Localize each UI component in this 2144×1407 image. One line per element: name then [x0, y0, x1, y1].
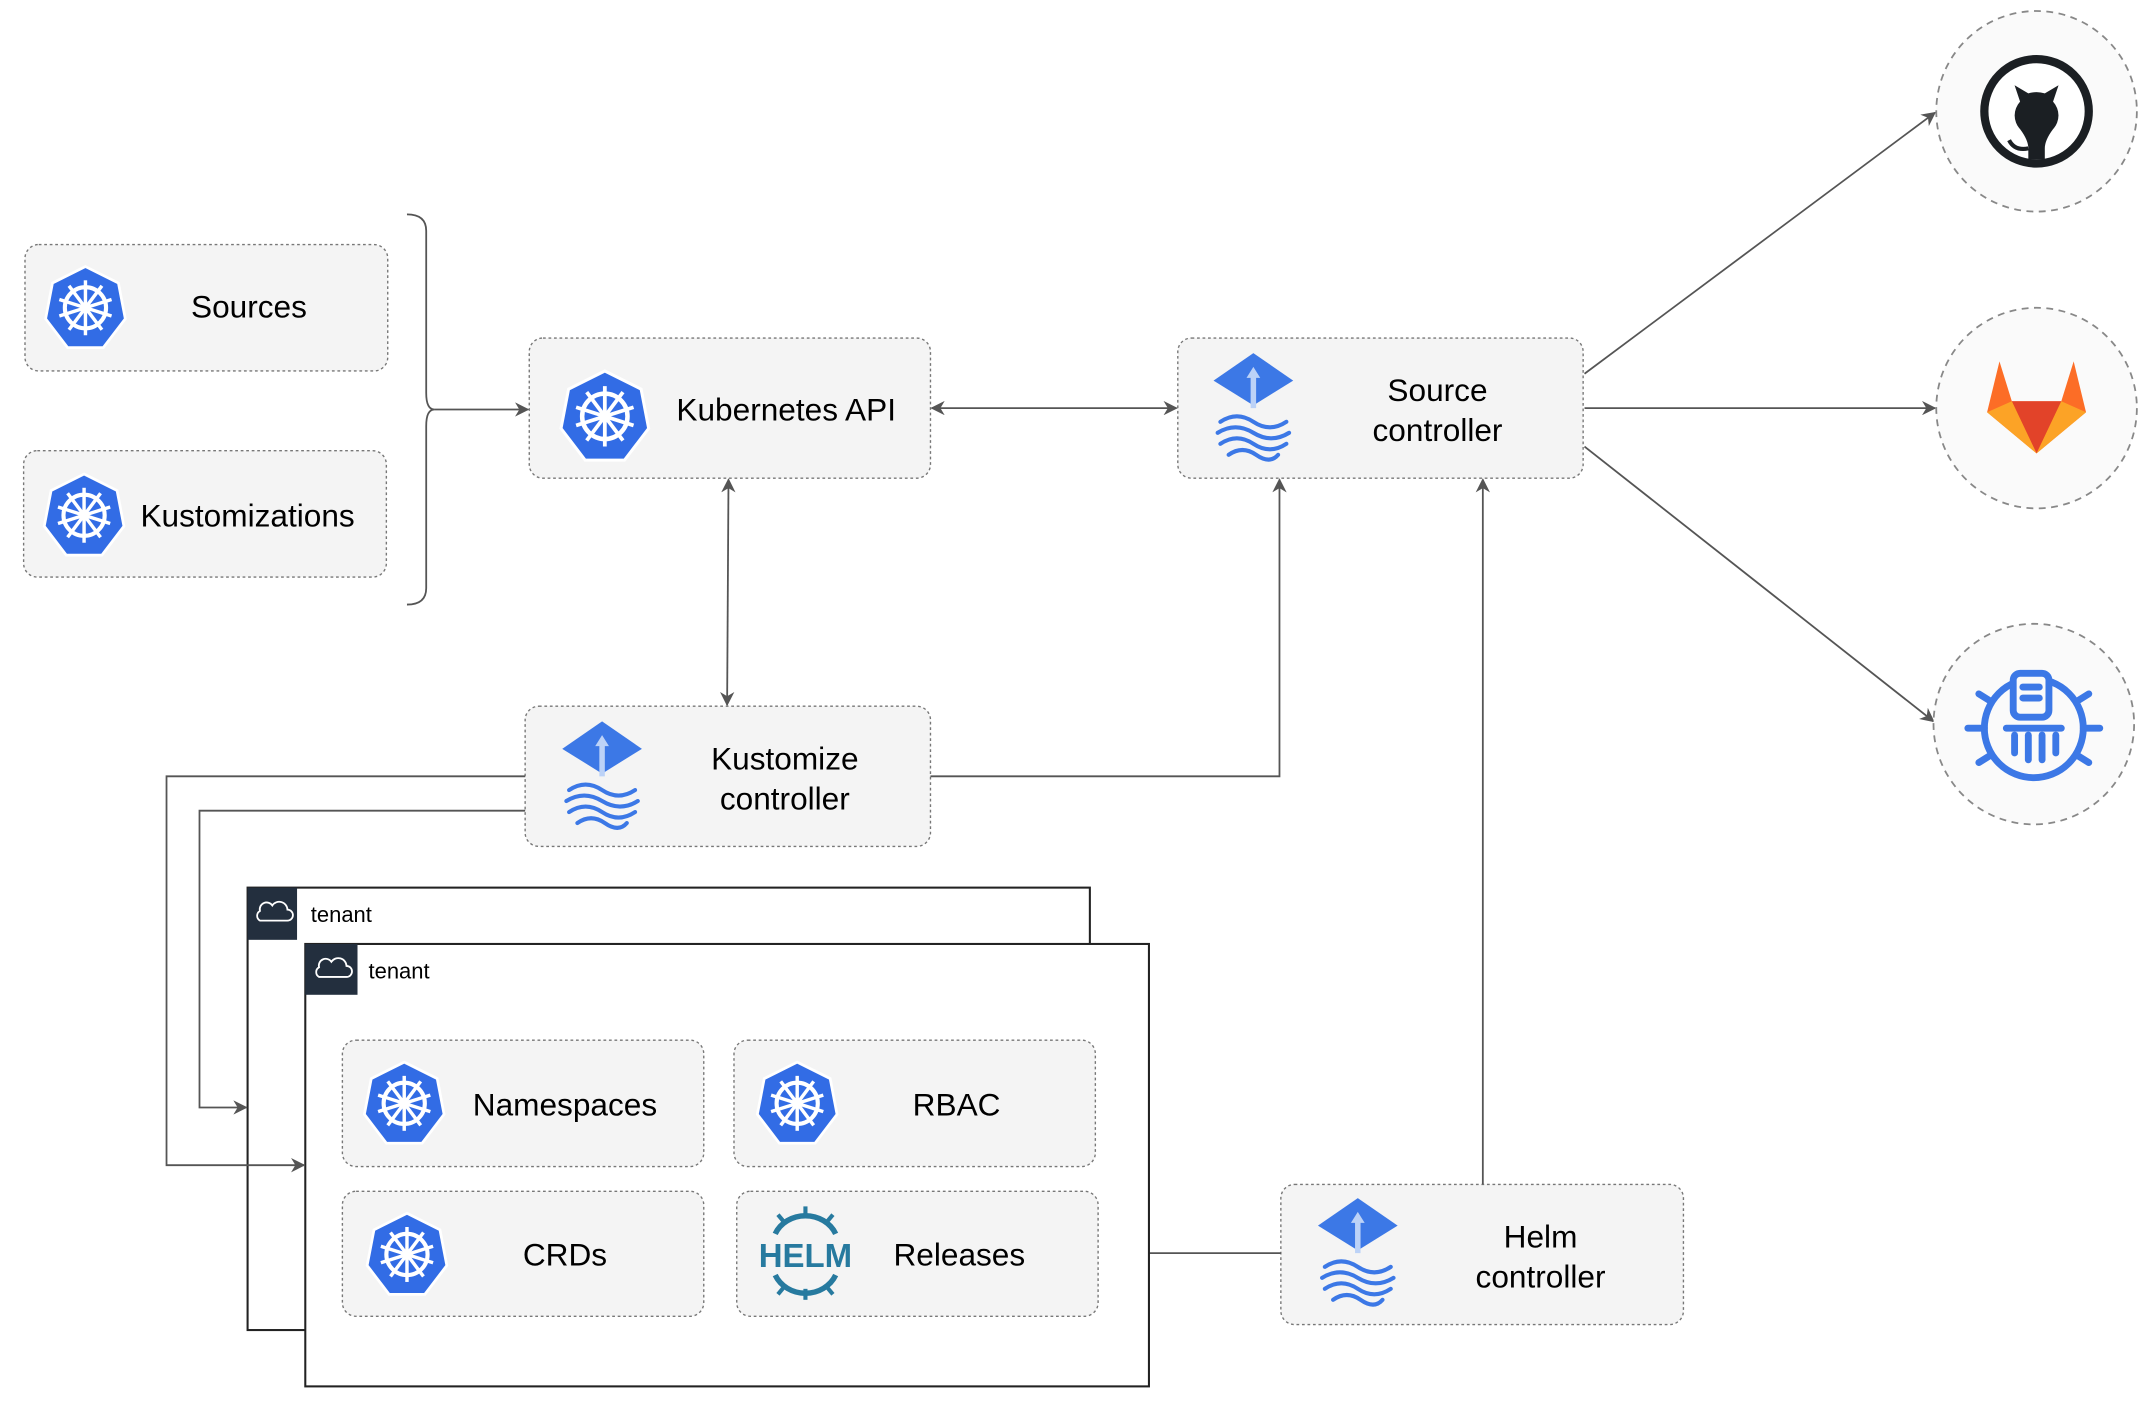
- bucket-icon: [1964, 669, 2104, 782]
- cloud-icon: [256, 900, 294, 922]
- sources-label: Sources: [191, 288, 307, 324]
- kustomizations-label: Kustomizations: [140, 497, 354, 533]
- source-controller-label-1: Source: [1387, 372, 1487, 408]
- bucket-source: [1932, 622, 2136, 826]
- source-bucket-arrow: [1583, 445, 1935, 723]
- namespaces-node: Namespaces: [341, 1039, 705, 1168]
- source-controller-node: Source controller: [1177, 337, 1584, 479]
- helm-logo-text: HELM: [759, 1237, 852, 1274]
- source-github-arrow: [1583, 111, 1937, 375]
- kustomize-controller-node: Kustomize controller: [524, 705, 932, 848]
- gitlab-icon: [1987, 361, 2087, 454]
- helm-controller-node: Helm controller: [1280, 1183, 1685, 1326]
- kustomize-controller-label-2: controller: [720, 780, 850, 816]
- sources-node: Sources: [24, 243, 389, 372]
- source-controller-label-2: controller: [1373, 412, 1503, 448]
- helm-icon: HELM: [755, 1206, 855, 1300]
- rbac-node: RBAC: [733, 1039, 1097, 1168]
- rbac-label: RBAC: [913, 1087, 1001, 1123]
- helm-controller-label-2: controller: [1476, 1258, 1606, 1294]
- kustomize-tenant-arrow-1: [198, 809, 526, 1115]
- releases-label: Releases: [893, 1236, 1025, 1272]
- cloud-icon: [315, 957, 353, 978]
- crds-node: CRDs: [341, 1190, 705, 1318]
- crds-label: CRDs: [523, 1236, 607, 1272]
- kustomize-controller-label-1: Kustomize: [711, 740, 858, 776]
- helm-controller-label-1: Helm: [1504, 1219, 1578, 1255]
- grouping-brace: [406, 213, 435, 606]
- kubernetes-api-node: Kubernetes API: [528, 337, 932, 479]
- github-icon: [1980, 54, 2093, 168]
- tenant-label: tenant: [369, 958, 430, 983]
- kustomizations-node: Kustomizations: [22, 449, 388, 578]
- gitlab-source: [1935, 306, 2138, 510]
- api-kustomize-arrow: [720, 478, 736, 707]
- tenant-label: tenant: [311, 902, 372, 927]
- kustomize-source-arrow: [930, 478, 1287, 778]
- github-source: [1935, 10, 2138, 213]
- kustomize-tenant-arrow-2: [165, 775, 526, 1173]
- namespaces-label: Namespaces: [473, 1087, 657, 1123]
- kubernetes-api-label: Kubernetes API: [676, 391, 896, 427]
- releases-node: HELM Releases: [736, 1190, 1099, 1318]
